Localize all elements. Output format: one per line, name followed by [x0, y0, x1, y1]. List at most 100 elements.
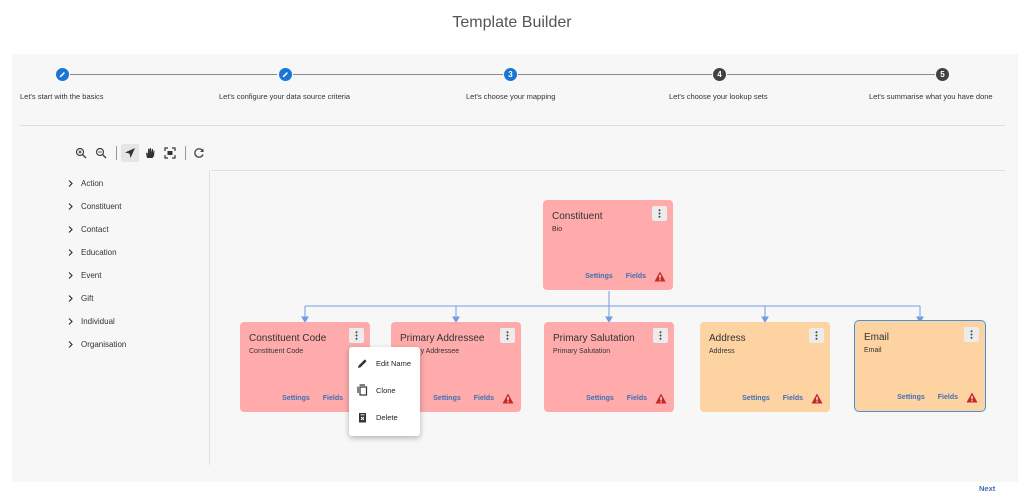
stepper-connector	[293, 74, 503, 75]
delete-icon	[359, 412, 366, 422]
settings-link[interactable]: Settings	[585, 273, 613, 280]
chevron-right-icon	[68, 225, 73, 233]
tree-item-organisation[interactable]: Organisation	[68, 337, 126, 351]
node-subtitle: Constituent Code	[249, 348, 304, 355]
chevron-right-icon	[68, 202, 73, 210]
tree-item-constituent[interactable]: Constituent	[68, 199, 121, 213]
settings-link[interactable]: Settings	[586, 395, 614, 402]
node-email[interactable]: Email Email Settings Fields	[854, 320, 986, 412]
more-vert-icon[interactable]	[809, 328, 824, 343]
node-primary-salutation[interactable]: Primary Salutation Primary Salutation Se…	[544, 322, 674, 412]
tree-item-label: Action	[81, 178, 104, 188]
settings-link[interactable]: Settings	[282, 395, 310, 402]
node-address[interactable]: Address Address Settings Fields	[700, 322, 830, 412]
tree-item-label: Education	[81, 247, 117, 257]
chevron-right-icon	[68, 340, 73, 348]
warning-icon	[966, 392, 978, 403]
fields-link[interactable]: Fields	[626, 395, 647, 402]
node-subtitle: Primary Addressee	[400, 348, 460, 355]
tree-item-label: Organisation	[81, 339, 127, 349]
copy-icon	[357, 384, 368, 396]
tree-item-action[interactable]: Action	[68, 176, 103, 190]
fit-screen-icon[interactable]	[161, 144, 179, 162]
fields-link[interactable]: Fields	[322, 395, 343, 402]
step-2-label: Let's configure your data source criteri…	[219, 92, 351, 101]
toolbar-separator	[116, 146, 117, 160]
node-title: Primary Addressee	[400, 333, 485, 344]
arrow-head	[301, 316, 309, 323]
settings-link[interactable]: Settings	[897, 394, 925, 401]
warning-icon	[502, 393, 514, 404]
arrow-head	[761, 316, 769, 323]
node-title: Constituent	[552, 211, 603, 222]
refresh-icon[interactable]	[190, 144, 208, 162]
tree-item-individual[interactable]: Individual	[68, 314, 115, 328]
tree-item-label: Gift	[81, 293, 94, 303]
stepper-connector	[727, 74, 935, 75]
step-1-edit-icon[interactable]	[56, 68, 69, 81]
pencil-icon	[358, 358, 367, 368]
zoom-out-icon[interactable]	[92, 144, 110, 162]
tree-item-contact[interactable]: Contact	[68, 222, 109, 236]
step-3-label: Let's choose your mapping	[466, 92, 556, 101]
warning-icon	[655, 393, 667, 404]
step-4-label: Let's choose your lookup sets	[669, 92, 768, 101]
more-vert-icon[interactable]	[500, 328, 515, 343]
pointer-icon[interactable]	[121, 144, 139, 162]
step-1-label: Let's start with the basics	[20, 92, 104, 101]
fields-link[interactable]: Fields	[473, 395, 494, 402]
arrow-head	[916, 316, 924, 323]
menu-item-delete[interactable]: Delete	[357, 409, 398, 425]
settings-link[interactable]: Settings	[433, 395, 461, 402]
fields-link[interactable]: Fields	[782, 395, 803, 402]
canvas-border	[211, 170, 1005, 171]
node-subtitle: Email	[864, 347, 882, 354]
node-title: Email	[864, 332, 890, 343]
settings-link[interactable]: Settings	[742, 395, 770, 402]
stepper-connector	[518, 74, 712, 75]
step-4-circle[interactable]: 4	[713, 68, 726, 81]
hand-icon[interactable]	[141, 144, 159, 162]
toolbar-separator	[185, 146, 186, 160]
node-title: Primary Salutation	[553, 333, 635, 344]
tree-item-label: Individual	[81, 316, 115, 326]
divider	[20, 125, 1005, 126]
arrow-head	[452, 316, 460, 323]
chevron-right-icon	[68, 271, 73, 279]
node-constituent[interactable]: Constituent Bio Settings Fields	[543, 200, 673, 290]
step-2-edit-icon[interactable]	[279, 68, 292, 81]
more-vert-icon[interactable]	[653, 328, 668, 343]
zoom-in-icon[interactable]	[72, 144, 90, 162]
menu-item-edit-name[interactable]: Edit Name	[357, 355, 411, 371]
node-constituent-code[interactable]: Constituent Code Constituent Code Settin…	[240, 322, 370, 412]
step-3-circle[interactable]: 3	[504, 68, 517, 81]
stepper-connector	[70, 74, 277, 75]
canvas-toolbar	[72, 143, 210, 163]
menu-item-clone[interactable]: Clone	[357, 382, 396, 398]
tree-item-label: Contact	[81, 224, 109, 234]
menu-item-label: Clone	[376, 385, 396, 395]
tree-item-label: Event	[81, 270, 102, 280]
tree-item-education[interactable]: Education	[68, 245, 117, 259]
warning-icon	[811, 393, 823, 404]
step-5-circle[interactable]: 5	[936, 68, 949, 81]
next-button[interactable]: Next	[979, 484, 996, 493]
tree-item-event[interactable]: Event	[68, 268, 101, 282]
tree-item-gift[interactable]: Gift	[68, 291, 93, 305]
tree-item-label: Constituent	[81, 201, 122, 211]
warning-icon	[654, 271, 666, 282]
fields-link[interactable]: Fields	[937, 394, 958, 401]
page-title: Template Builder	[452, 14, 572, 31]
node-subtitle: Address	[709, 348, 735, 355]
fields-link[interactable]: Fields	[625, 273, 646, 280]
chevron-right-icon	[68, 179, 73, 187]
more-vert-icon[interactable]	[349, 328, 364, 343]
more-vert-icon[interactable]	[964, 327, 979, 342]
menu-item-label: Edit Name	[376, 358, 412, 368]
chevron-right-icon	[68, 248, 73, 256]
node-title: Constituent Code	[249, 333, 327, 344]
entity-tree: Action Constituent Contact Education Eve…	[60, 170, 210, 465]
arrow-head	[605, 316, 613, 323]
more-vert-icon[interactable]	[652, 206, 667, 221]
